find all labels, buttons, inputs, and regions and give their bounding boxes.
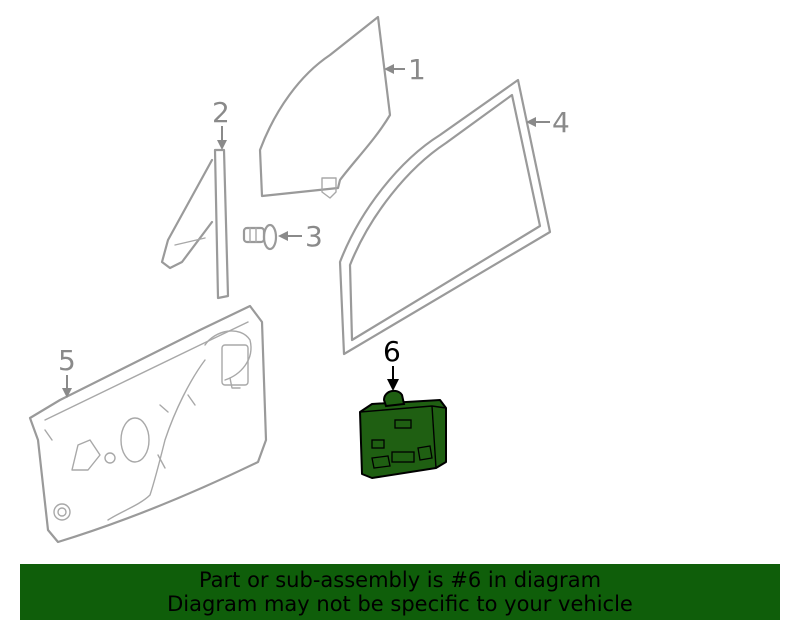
callout-6: 6 [383, 335, 401, 368]
banner-line-1: Part or sub-assembly is #6 in diagram [198, 568, 602, 592]
banner-line-2: Diagram may not be specific to your vehi… [167, 592, 633, 616]
callout-5: 5 [58, 344, 76, 377]
parts-diagram: 1 2 3 4 5 [28, 15, 570, 544]
bolt-part[interactable] [242, 223, 278, 251]
weatherstrip-part[interactable] [338, 78, 552, 356]
callout-1: 1 [408, 53, 426, 86]
notice-banner: Part or sub-assembly is #6 in diagram Di… [20, 564, 780, 620]
callout-3: 3 [305, 220, 323, 253]
run-channel-part[interactable] [160, 148, 230, 300]
callout-4: 4 [552, 106, 570, 139]
control-module-part-highlighted[interactable] [359, 389, 447, 479]
door-trim-panel-part[interactable] [28, 304, 268, 544]
door-glass-part[interactable] [258, 15, 392, 199]
callout-2: 2 [212, 96, 230, 129]
